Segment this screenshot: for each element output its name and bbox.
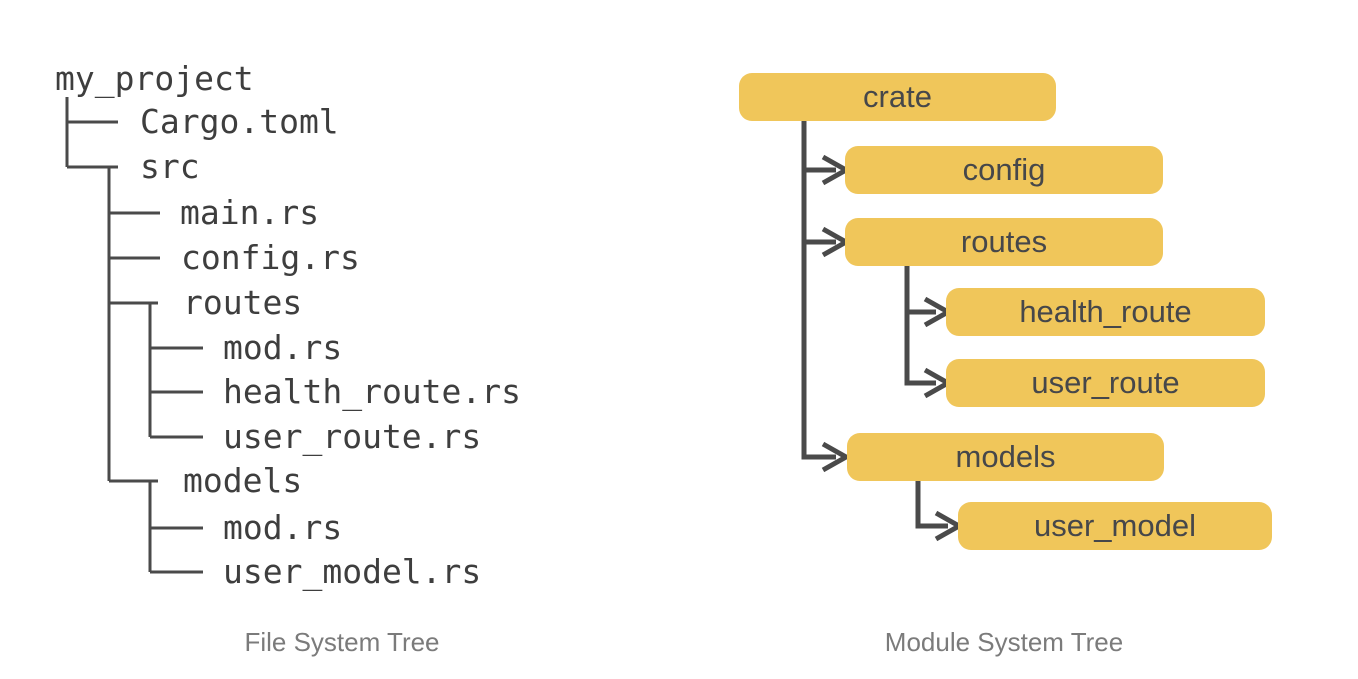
arrowheads: [821, 154, 965, 542]
file-tree-lines: [65, 97, 203, 574]
module-box-user-model: user_model: [958, 502, 1272, 550]
file-node-user-model-rs: user_model.rs: [223, 552, 482, 591]
file-node-main-rs: main.rs: [180, 193, 320, 232]
module-box-config: config: [845, 146, 1163, 194]
module-box-label: crate: [863, 79, 932, 114]
file-tree-caption: File System Tree: [244, 627, 440, 657]
module-box-crate: crate: [739, 73, 1056, 121]
module-tree-caption: Module System Tree: [884, 627, 1124, 657]
file-node-cargo-toml: Cargo.toml: [140, 102, 339, 141]
module-box-models: models: [847, 433, 1164, 481]
file-node-models-mod-rs: mod.rs: [223, 508, 343, 547]
module-box-label: user_route: [1031, 365, 1180, 400]
file-node-routes: routes: [183, 283, 303, 322]
file-node-user-route-rs: user_route.rs: [223, 417, 482, 456]
file-node-routes-mod-rs: mod.rs: [223, 328, 343, 367]
module-box-label: routes: [960, 224, 1048, 259]
module-box-health-route: health_route: [946, 288, 1265, 336]
file-node-my-project: my_project: [55, 59, 254, 98]
file-node-config-rs: config.rs: [181, 238, 360, 277]
module-box-label: user_model: [1034, 508, 1196, 543]
file-node-models: models: [183, 461, 303, 500]
module-box-label: health_route: [1019, 294, 1192, 329]
file-node-health-route-rs: health_route.rs: [223, 372, 522, 411]
module-box-routes: routes: [845, 218, 1163, 266]
module-box-label: config: [962, 152, 1046, 187]
module-box-label: models: [955, 439, 1056, 474]
module-box-user-route: user_route: [946, 359, 1265, 407]
file-node-src: src: [140, 147, 200, 186]
